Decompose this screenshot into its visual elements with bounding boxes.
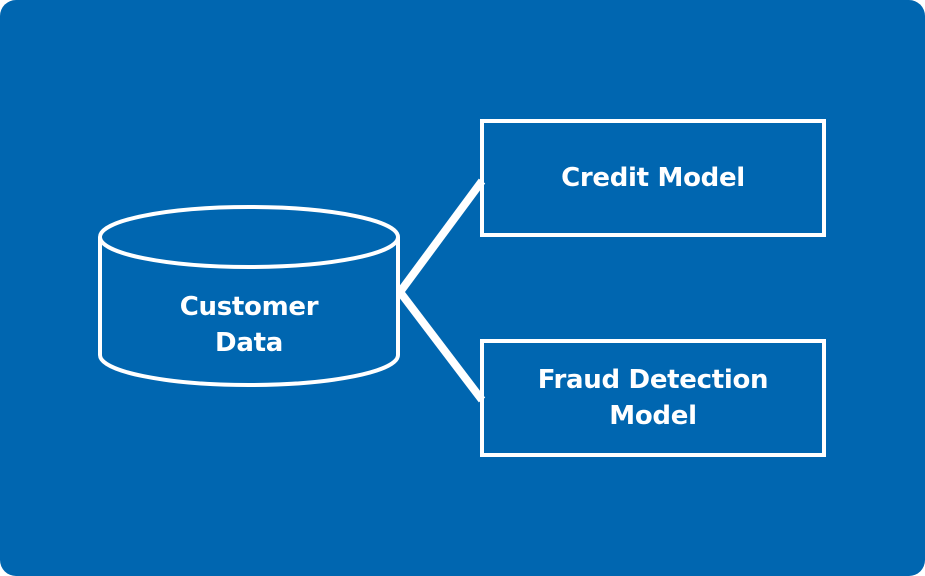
fraud-model-box xyxy=(480,339,826,457)
fraud-model-label: Fraud Detection Model xyxy=(482,341,824,455)
credit-model-label: Credit Model xyxy=(482,121,824,235)
fraud-model-label-line2: Model xyxy=(609,401,697,431)
customer-data-label: Customer Data xyxy=(100,270,398,380)
credit-model-label-line1: Credit Model xyxy=(561,163,745,193)
customer-data-label-line1: Customer xyxy=(179,292,319,322)
edge-data-to-credit-model xyxy=(396,178,486,295)
customer-data-cylinder xyxy=(98,205,400,387)
cylinder-top xyxy=(98,205,400,269)
credit-model-box xyxy=(480,119,826,237)
customer-data-label-line2: Data xyxy=(215,328,283,358)
fraud-model-label-line1: Fraud Detection xyxy=(537,365,769,395)
edge-data-to-fraud-model xyxy=(396,289,486,403)
cylinder-body xyxy=(98,237,400,387)
